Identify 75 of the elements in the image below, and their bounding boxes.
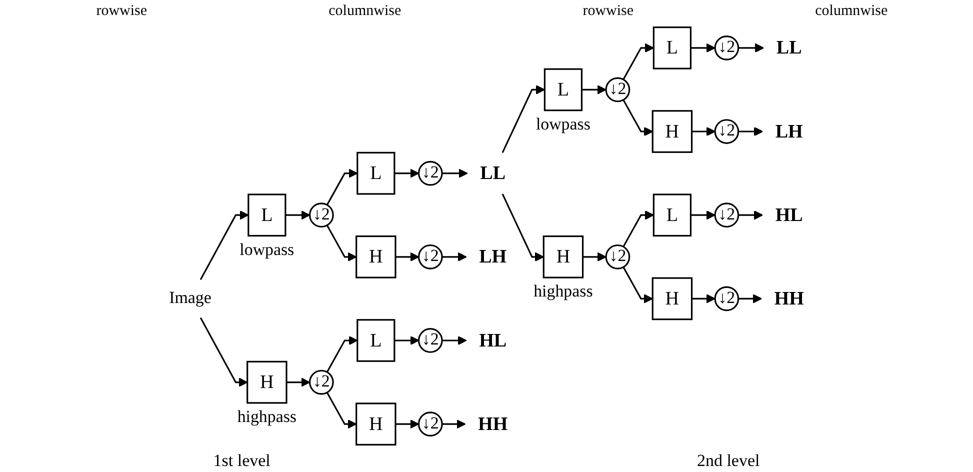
arrow [394,336,420,346]
stage-label: rowwise [95,2,148,20]
filter-caption: lowpass [536,114,590,134]
arrow [690,43,716,53]
node-circle: ↓2 [418,160,443,186]
node-text: LH [479,246,507,267]
node-text: HH [478,412,508,434]
arrow [502,85,546,154]
arrow [285,210,310,220]
node-box: L [544,68,583,112]
arrow [622,43,654,80]
arrow [622,210,654,248]
node-text: Image [169,289,212,308]
node-text: LH [775,120,803,142]
node-box: H [652,277,693,320]
node-text: HL [775,204,803,226]
node-text: LL [480,162,506,184]
filter-caption: lowpass [240,240,294,259]
node-circle: ↓2 [714,286,740,312]
arrow [622,266,654,304]
arrow [738,294,762,304]
node-circle: ↓2 [308,202,334,228]
node-circle: ↓2 [418,412,443,436]
arrow [326,168,358,206]
arrow [692,294,716,304]
arrow [442,336,467,346]
node-box: L [652,26,692,70]
arrow [395,252,420,262]
node-box: H [652,110,693,153]
arrow [442,252,467,262]
node-box: L [248,194,286,237]
node-box: L [356,152,396,195]
node-box: H [542,235,584,278]
arrow [200,210,249,280]
node-box: H [356,402,396,446]
arrow [738,126,764,136]
arrow [395,419,420,429]
stage-label: columnwise [814,2,889,20]
node-circle: ↓2 [418,244,443,270]
arrow [326,224,357,262]
node-circle: ↓2 [714,119,740,144]
node-circle: ↓2 [714,36,740,60]
node-circle: ↓2 [605,244,630,270]
arrow [326,336,358,372]
node-circle: ↓2 [714,202,740,228]
arrow [286,378,310,387]
arrow [442,419,466,429]
arrow [692,126,716,136]
arrow [738,210,764,220]
filter-caption: highpass [237,406,296,426]
arrow [582,85,606,94]
node-text: HH [774,288,804,309]
node-circle: ↓2 [418,328,443,353]
node-circle: ↓2 [308,370,334,395]
level-label: 1st level [213,451,270,471]
node-box: H [356,235,396,278]
arrow [326,392,357,429]
arrow [200,317,248,387]
arrow [738,43,764,53]
arrow [502,194,544,262]
arrow [690,210,716,220]
node-box: H [246,360,288,404]
arrow [394,168,420,178]
stage-label: columnwise [328,2,402,20]
arrow [442,168,468,178]
node-text: LL [776,36,802,58]
node-box: L [652,194,692,237]
arrow [622,100,654,136]
arrow [582,252,606,262]
node-text: HL [479,329,507,351]
node-box: L [356,319,396,362]
level-label: 2nd level [696,451,760,471]
node-circle: ↓2 [605,77,630,102]
filter-caption: highpass [534,282,593,301]
stage-label: rowwise [582,2,635,20]
